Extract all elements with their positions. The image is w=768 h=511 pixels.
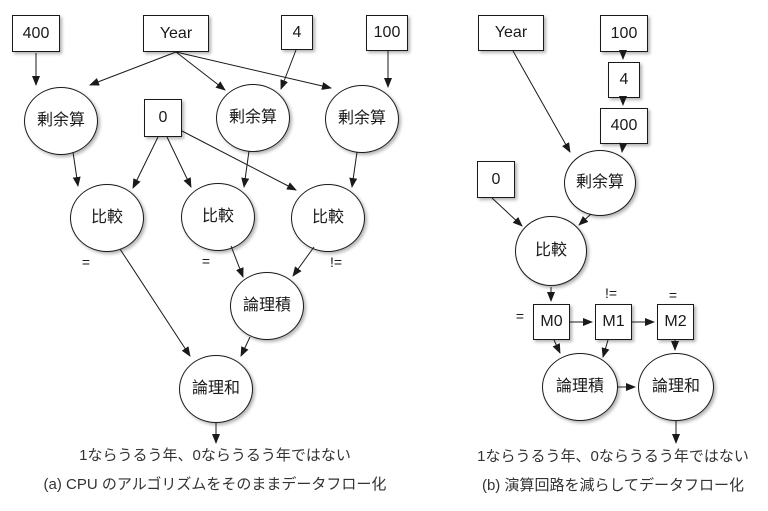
arrow-a-year-to-mod-mid bbox=[175, 51, 226, 91]
b-const-0-box: 0 bbox=[477, 161, 515, 198]
a-cmp-left-op-label: = bbox=[81, 254, 91, 270]
b-const-4-box: 4 bbox=[608, 62, 640, 98]
b-logical-or-node: 論理和 bbox=[638, 353, 714, 421]
b-m2-box: M2 bbox=[657, 304, 694, 340]
b-m1-op-label: != bbox=[604, 285, 618, 301]
b-m0-op-label: = bbox=[515, 308, 525, 324]
a-result-text: 1ならうるう年、0ならうるう年ではない bbox=[79, 447, 351, 464]
arrow-a-year-to-mod-left bbox=[89, 51, 177, 86]
b-m2-op-label: = bbox=[668, 287, 678, 303]
b-logical-and-node: 論理積 bbox=[542, 353, 618, 421]
a-cmp-mid-op-label: = bbox=[201, 253, 211, 269]
a-logical-and-node: 論理積 bbox=[230, 272, 304, 340]
a-const-0-box: 0 bbox=[144, 99, 182, 137]
b-const-400-box: 400 bbox=[600, 108, 648, 144]
a-mod-right-node: 剰余算 bbox=[325, 85, 399, 153]
arrow-b-mod-to-cmp bbox=[578, 213, 592, 226]
arrow-b-year-to-mod bbox=[512, 50, 571, 153]
a-cmp-mid-node: 比較 bbox=[181, 183, 255, 251]
a-const-400-box: 400 bbox=[12, 15, 60, 52]
arrow-a-cmp-left-to-or bbox=[119, 248, 191, 357]
arrow-a-cmp-mid-to-and bbox=[230, 245, 244, 278]
b-mod-node: 剰余算 bbox=[564, 150, 636, 216]
a-mod-left-node: 剰余算 bbox=[24, 87, 98, 155]
arrow-a-4-to-mod-mid bbox=[280, 49, 297, 90]
a-logical-or-node: 論理和 bbox=[179, 355, 253, 423]
a-const-4-box: 4 bbox=[281, 15, 313, 50]
a-caption: (a) CPU のアルゴリズムをそのままデータフロー化 bbox=[43, 476, 387, 493]
a-cmp-right-op-label: != bbox=[329, 254, 343, 270]
b-result-text: 1ならうるう年、0ならうるう年ではない bbox=[477, 448, 749, 465]
arrow-b-0-to-cmp bbox=[491, 197, 523, 227]
arrow-b-m0-to-and bbox=[552, 339, 561, 354]
arrow-a-mod-left-to-cmp-left bbox=[72, 151, 81, 187]
a-year-box: Year bbox=[143, 15, 209, 52]
b-m1-box: M1 bbox=[595, 304, 632, 340]
arrow-a-cmp-right-to-and bbox=[292, 246, 315, 277]
arrow-b-400-to-mod bbox=[619, 142, 628, 153]
a-cmp-right-node: 比較 bbox=[291, 184, 365, 252]
a-mod-mid-node: 剰余算 bbox=[216, 84, 290, 152]
arrow-a-year-to-mod-right bbox=[175, 51, 332, 90]
arrow-b-m1-to-and bbox=[601, 339, 610, 358]
arrow-a-mod-right-to-cmp-right bbox=[349, 151, 358, 188]
arrow-a-0-to-cmp-left bbox=[132, 136, 159, 189]
b-caption: (b) 演算回路を減らしてデータフロー化 bbox=[481, 477, 745, 494]
b-m0-box: M0 bbox=[533, 304, 570, 340]
arrow-a-mod-mid-to-cmp-mid bbox=[241, 150, 250, 188]
a-cmp-left-node: 比較 bbox=[70, 184, 144, 252]
b-year-box: Year bbox=[478, 15, 544, 51]
a-const-100-box: 100 bbox=[366, 15, 408, 51]
arrow-a-and-to-or bbox=[240, 336, 251, 357]
arrow-a-0-to-cmp-mid bbox=[166, 136, 192, 188]
b-const-100-box: 100 bbox=[600, 15, 648, 52]
b-cmp-node: 比較 bbox=[515, 216, 587, 286]
